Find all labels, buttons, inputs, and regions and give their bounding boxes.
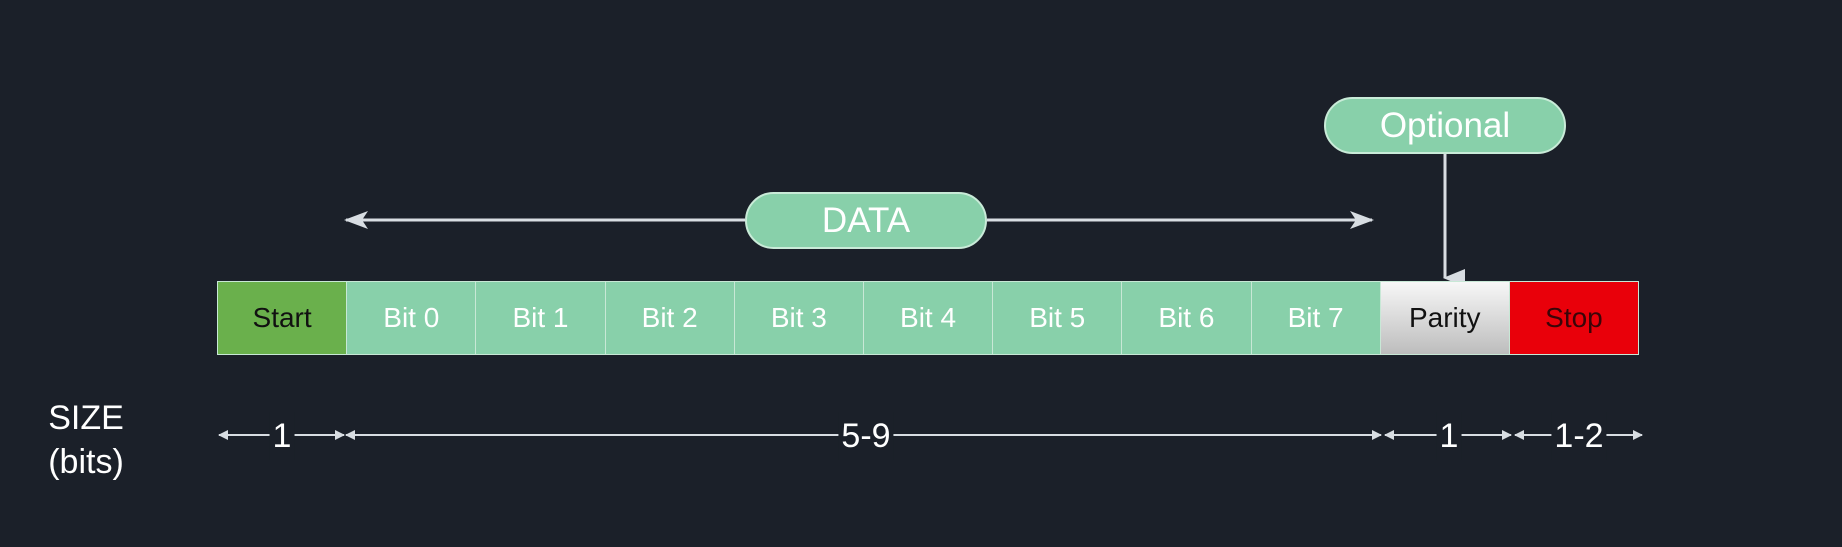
size-title-line1: SIZE <box>48 399 124 437</box>
data-bit-4-cell: Bit 4 <box>863 281 994 355</box>
size-start-value: 1 <box>269 412 295 460</box>
size-title-line2: (bits) <box>48 443 124 481</box>
optional-label: Optional <box>1324 97 1566 154</box>
uart-frame: Start Bit 0 Bit 1 Bit 2 Bit 3 Bit 4 Bit … <box>217 281 1640 355</box>
data-bit-2-cell: Bit 2 <box>605 281 735 355</box>
data-bit-7-cell: Bit 7 <box>1251 281 1381 355</box>
data-bit-3-cell: Bit 3 <box>734 281 864 355</box>
size-parity-value: 1 <box>1436 412 1462 460</box>
parity-bit-cell: Parity <box>1380 281 1510 355</box>
data-bit-6-cell: Bit 6 <box>1122 281 1252 355</box>
data-bit-1-cell: Bit 1 <box>476 281 606 355</box>
data-label: DATA <box>745 192 987 249</box>
size-title: SIZE (bits) <box>30 396 142 484</box>
size-data-value: 5-9 <box>838 412 894 460</box>
start-bit-cell: Start <box>217 281 348 355</box>
size-stop-value: 1-2 <box>1551 412 1607 460</box>
data-bit-5-cell: Bit 5 <box>993 281 1123 355</box>
data-bit-0-cell: Bit 0 <box>347 281 477 355</box>
stop-bit-cell: Stop <box>1509 281 1640 355</box>
